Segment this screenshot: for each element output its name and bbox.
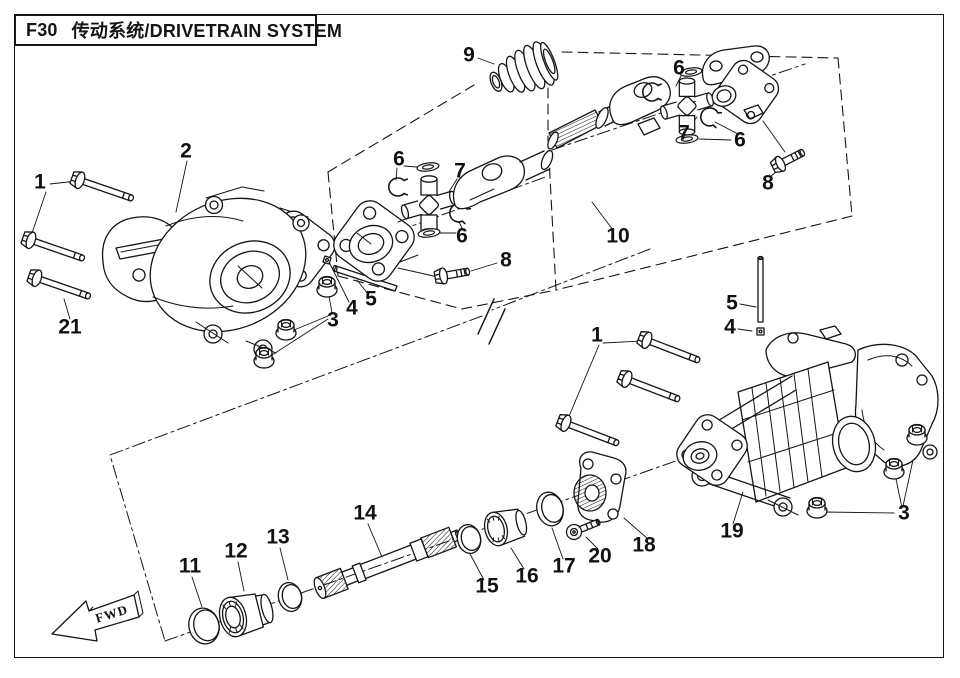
axis-centerlines <box>109 63 806 642</box>
shaft-break-symbol <box>477 298 506 345</box>
front-prop-flange <box>333 200 419 282</box>
shaft-14 <box>313 526 462 600</box>
bolt-20 <box>565 518 601 541</box>
leader-lines <box>30 57 917 608</box>
section-code: F30 <box>26 19 58 40</box>
coupler-16 <box>483 508 528 547</box>
boot-9 <box>489 41 559 93</box>
rear-gearbox <box>676 325 939 517</box>
assembly-box-10 <box>327 51 853 310</box>
yoke-right <box>609 76 671 136</box>
yoke-left <box>452 149 554 210</box>
bolt-1-rear-a <box>635 328 704 370</box>
page-border <box>14 14 944 658</box>
bolt-8-right <box>768 144 809 176</box>
flange-18 <box>573 451 627 523</box>
bolt-21 <box>25 266 94 306</box>
bolt-1-front-b <box>19 228 88 268</box>
breather-rear <box>756 255 765 336</box>
ring-11 <box>188 607 220 645</box>
prop-shaft-splined <box>547 98 632 150</box>
title-box: F30 传动系统/DRIVETRAIN SYSTEM <box>14 14 342 46</box>
front-gearbox <box>101 186 336 359</box>
bolt-8-left <box>433 262 472 286</box>
bolt-1-rear-c <box>554 411 623 453</box>
rear-prop-flange-yoke <box>701 45 780 125</box>
fwd-arrow: FWD <box>51 590 144 642</box>
bolt-1-front-a <box>68 168 137 208</box>
sleeve-12 <box>218 593 274 638</box>
ring-17 <box>536 491 564 527</box>
page-title: 传动系统/DRIVETRAIN SYSTEM <box>71 21 343 41</box>
ring-15 <box>456 524 482 554</box>
bolt-1-rear-b <box>615 367 684 409</box>
ring-13 <box>277 582 303 612</box>
